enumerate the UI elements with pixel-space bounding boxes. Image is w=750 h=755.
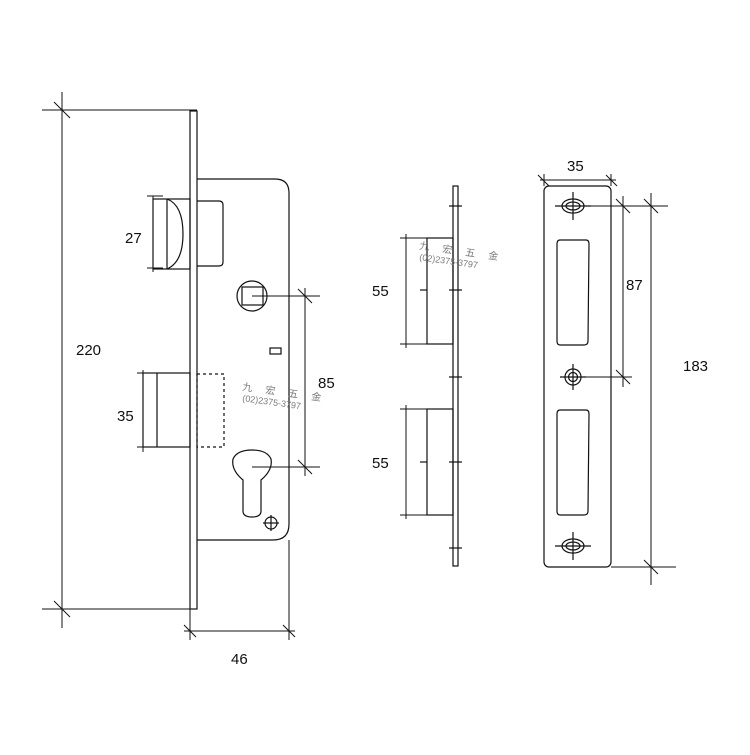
dim-lock-height: 220 [76,342,101,359]
mortise-lock-view [142,110,290,610]
dim-latch-height: 35 [117,408,134,425]
dim-strike-hole-spacing: 87 [626,277,643,294]
latch-bolt [142,372,225,448]
case-screw-icon [263,515,279,531]
cylinder-hole [232,449,272,518]
strike-dimension-labels: 35 87 183 [567,158,708,375]
strike-screw-bottom-icon [555,532,591,560]
deadbolt [152,198,224,270]
watermark-1: 九 宏 五 金 (02)2375-3797 [242,380,328,411]
dim-deadbolt-throw: 27 [125,230,142,247]
keeper-side-view [420,185,462,567]
strike-opening-lower [556,409,590,516]
dim-handle-to-cylinder: 85 [318,375,335,392]
lock-dimension-labels: 220 27 35 85 46 [76,230,335,668]
keeper-plate [452,185,459,567]
keeper-box-upper [426,237,454,345]
strike-dimension-lines [537,174,676,585]
dim-keeper-upper: 55 [372,283,389,300]
dim-strike-width: 35 [567,158,584,175]
lock-dimension-lines [42,92,320,640]
keeper-dimension-labels: 55 55 [372,283,389,472]
small-slot [269,347,282,355]
faceplate [189,110,198,610]
dim-keeper-lower: 55 [372,455,389,472]
dim-strike-length: 183 [683,358,708,375]
lock-case [197,178,290,541]
watermark-2: 九 宏 五 金 (02)2375-3797 [419,239,505,270]
keeper-dimension-lines [400,234,427,519]
strike-opening-upper [556,239,590,346]
dim-backset: 46 [231,651,248,668]
